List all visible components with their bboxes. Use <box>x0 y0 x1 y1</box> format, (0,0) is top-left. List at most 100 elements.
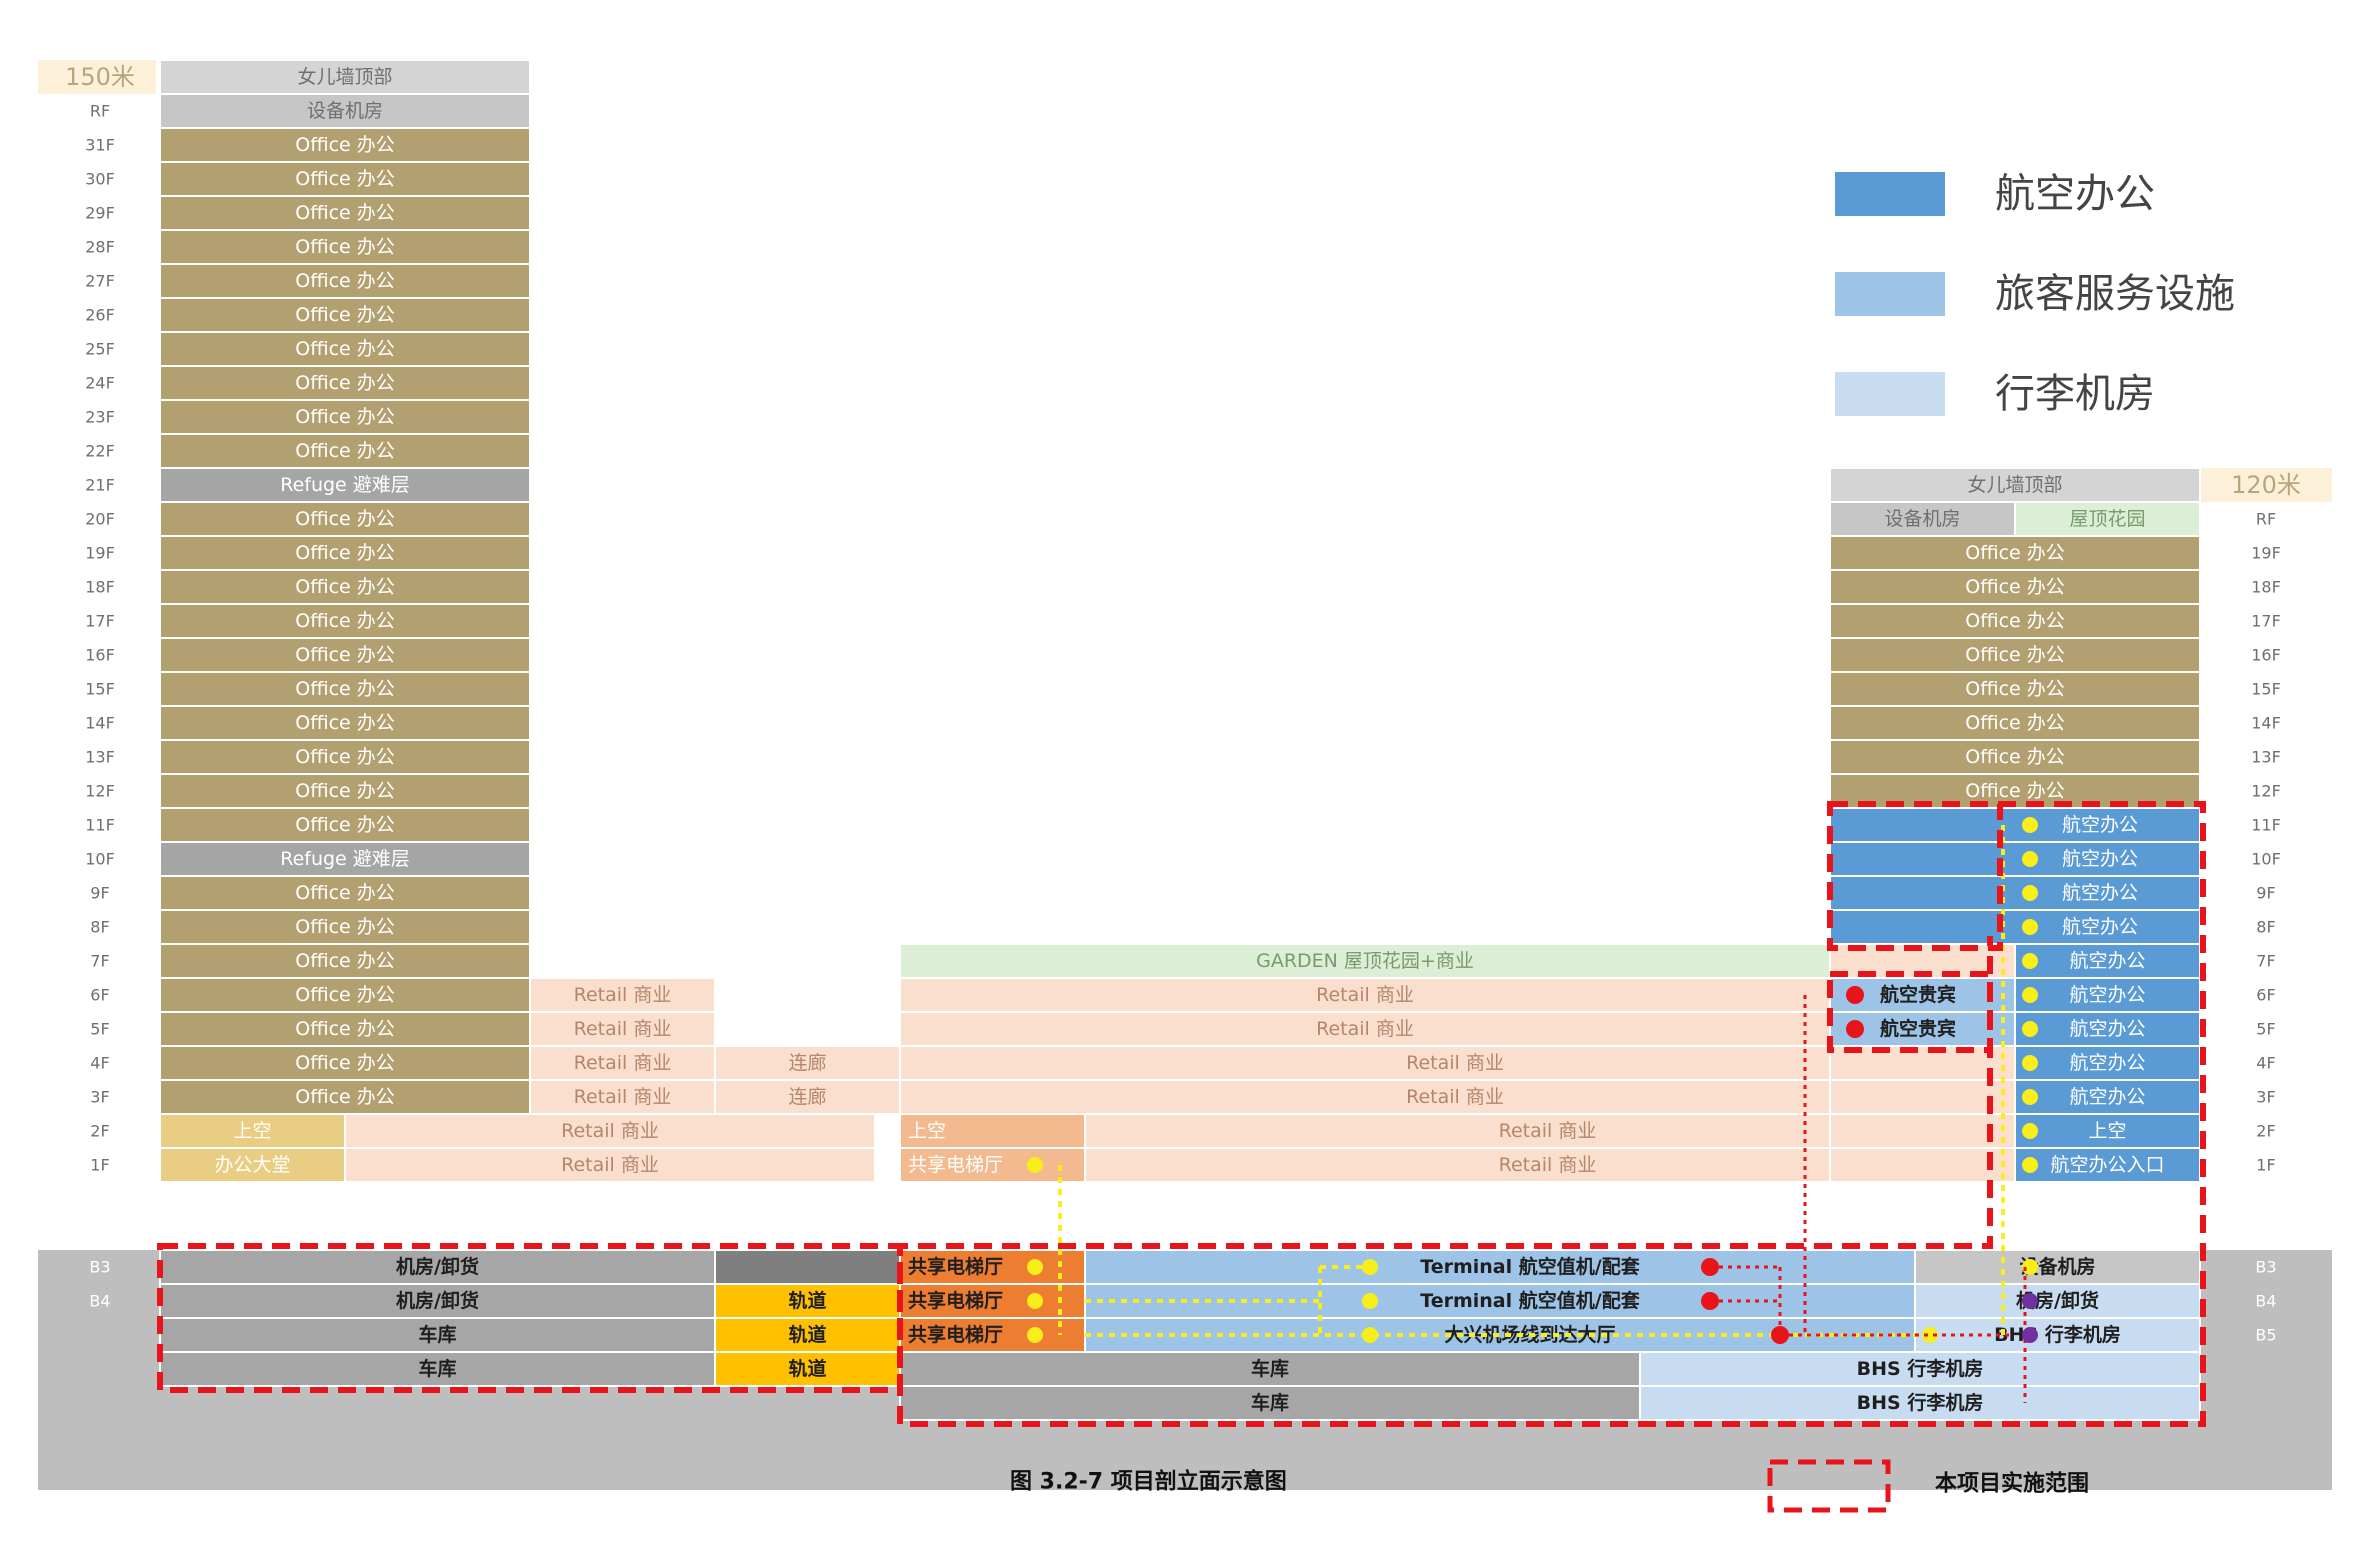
yellow-dot-right-31 <box>2022 1123 2038 1139</box>
right-rf-equipment-label: 设备机房 <box>1884 508 1960 530</box>
height-tag-left-text: 150米 <box>65 63 135 91</box>
right-aviation-office-9F <box>1829 875 2201 911</box>
left-office-18F-label: Office 办公 <box>295 576 395 598</box>
floor-label-left-30F: 30F <box>85 170 115 189</box>
scope-outline-vip <box>1827 971 1993 1053</box>
left-parapet <box>159 59 531 95</box>
b1-track-void <box>714 1249 901 1285</box>
left-office-7F <box>159 943 531 979</box>
retail-1F-left <box>344 1147 876 1183</box>
purple-dot-b2 <box>2022 1293 2038 1309</box>
floor-label-left-14F: 14F <box>85 714 115 733</box>
floor-label-left-27F: 27F <box>85 272 115 291</box>
left-office-26F <box>159 297 531 333</box>
floor-label-right-7F: 7F <box>2256 952 2275 971</box>
retail-2F-left-label: Retail 商业 <box>561 1120 659 1142</box>
yellow-dot-lift-32 <box>1027 1157 1043 1173</box>
left-office-26F-label: Office 办公 <box>295 304 395 326</box>
floor-label-right-15F: 15F <box>2251 680 2281 699</box>
b3-parking-left-label: 车库 <box>418 1323 456 1346</box>
left-office-13F <box>159 739 531 775</box>
left-office-24F-label: Office 办公 <box>295 372 395 394</box>
right-aviation-office-7F-label: 航空办公 <box>2069 950 2145 972</box>
floor-label-right-B5: B5 <box>2255 1326 2276 1345</box>
floor-label-left-4F: 4F <box>90 1054 109 1073</box>
yellow-dot-right-27 <box>2022 987 2038 1003</box>
right-office-18F-label: Office 办公 <box>1965 576 2065 598</box>
red-dot-terminal-b2 <box>1701 1292 1719 1310</box>
left-office-15F <box>159 671 531 707</box>
right-office-17F-label: Office 办公 <box>1965 610 2065 632</box>
right-entrance-1F-label: 航空办公入口 <box>2050 1154 2164 1176</box>
floor-label-left-1F: 1F <box>90 1156 109 1175</box>
scope-legend-swatch <box>1767 1459 1891 1513</box>
b3-track-label: 轨道 <box>788 1323 826 1346</box>
right-roof-garden-label: 屋顶花园 <box>2069 508 2145 530</box>
retail-annex-6F <box>529 977 716 1013</box>
lift-lobby-1F-label: 共享电梯厅 <box>908 1154 1003 1176</box>
floor-label-left-24F: 24F <box>85 374 115 393</box>
floor-label-left-21F: 21F <box>85 476 115 495</box>
right-parapet <box>1829 467 2201 503</box>
atrium-2F-podium-label: 上空 <box>908 1120 946 1142</box>
left-refuge-21F-label: Refuge 避难层 <box>280 474 410 496</box>
retail-3F-label: Retail 商业 <box>1406 1086 1504 1108</box>
left-office-9F-label: Office 办公 <box>295 882 395 904</box>
yellow-dot-terminal-b2 <box>1362 1293 1378 1309</box>
right-office-18F <box>1829 569 2201 605</box>
scope-outline-aviation-office <box>1827 801 2003 951</box>
height-tag-left <box>38 60 156 94</box>
right-aviation-office-8F <box>1829 909 2201 945</box>
b5-bhs <box>1639 1385 2201 1421</box>
floor-label-right-B2: B2 <box>2255 1224 2276 1243</box>
right-aviation-office-3F <box>2014 1079 2201 1115</box>
left-office-31F-label: Office 办公 <box>295 134 395 156</box>
legend-swatch-0 <box>1835 172 1945 216</box>
right-aviation-office-4F-label: 航空办公 <box>2069 1052 2145 1074</box>
red-dot-vip-5F <box>1846 1020 1864 1038</box>
right-office-14F-label: Office 办公 <box>1965 712 2065 734</box>
left-office-13F-label: Office 办公 <box>295 746 395 768</box>
bridge-3F-label: 连廊 <box>788 1086 826 1108</box>
right-aviation-office-4F <box>2014 1045 2201 1081</box>
left-office-15F-label: Office 办公 <box>295 678 395 700</box>
floor-label-right-16F: 16F <box>2251 646 2281 665</box>
right-aviation-office-11F <box>1829 807 2201 843</box>
retail-2F-left <box>344 1113 876 1149</box>
b5-parking-label: 车库 <box>1251 1391 1289 1414</box>
floor-label-left-17F: 17F <box>85 612 115 631</box>
left-office-22F-label: Office 办公 <box>295 440 395 462</box>
yellow-dot-right-30 <box>2022 1089 2038 1105</box>
floor-label-left-29F: 29F <box>85 204 115 223</box>
floor-label-right-19F: 19F <box>2251 544 2281 563</box>
red-dot-vip-6F <box>1846 986 1864 1004</box>
floor-label-left-11F: 11F <box>85 816 115 835</box>
legend-label-0: 航空办公 <box>1995 171 2155 217</box>
floor-label-left-B4: B4 <box>89 1292 110 1311</box>
right-office-13F-label: Office 办公 <box>1965 746 2065 768</box>
b3-bhs-right-label: BHS 行李机房 <box>1994 1323 2121 1346</box>
b2-terminal-label: Terminal 航空值机/配套 <box>1420 1289 1640 1312</box>
left-office-4F-label: Office 办公 <box>295 1052 395 1074</box>
floor-label-right-11F: 11F <box>2251 816 2281 835</box>
b4-track <box>714 1351 901 1387</box>
yellow-dot-right-29 <box>2022 1055 2038 1071</box>
floor-label-right-1F: 1F <box>2256 1156 2275 1175</box>
floor-label-right-2F: 2F <box>2256 1122 2275 1141</box>
floor-label-left-2F: 2F <box>90 1122 109 1141</box>
floor-label-left-25F: 25F <box>85 340 115 359</box>
right-office-19F-label: Office 办公 <box>1965 542 2065 564</box>
left-office-29F-label: Office 办公 <box>295 202 395 224</box>
left-parapet-label: 女儿墙顶部 <box>297 66 392 88</box>
right-office-15F <box>1829 671 2201 707</box>
left-office-27F <box>159 263 531 299</box>
left-office-19F <box>159 535 531 571</box>
right-office-16F-label: Office 办公 <box>1965 644 2065 666</box>
retail-2F-label: Retail 商业 <box>1499 1120 1597 1142</box>
b4-bhs-label: BHS 行李机房 <box>1857 1357 1984 1380</box>
floor-label-left-13F: 13F <box>85 748 115 767</box>
figure-caption: 图 3.2-7 项目剖立面示意图 <box>1010 1469 1287 1495</box>
b1-equipment-right-label: 设备机房 <box>2019 1255 2095 1278</box>
left-refuge-10F-label: Refuge 避难层 <box>280 848 410 870</box>
